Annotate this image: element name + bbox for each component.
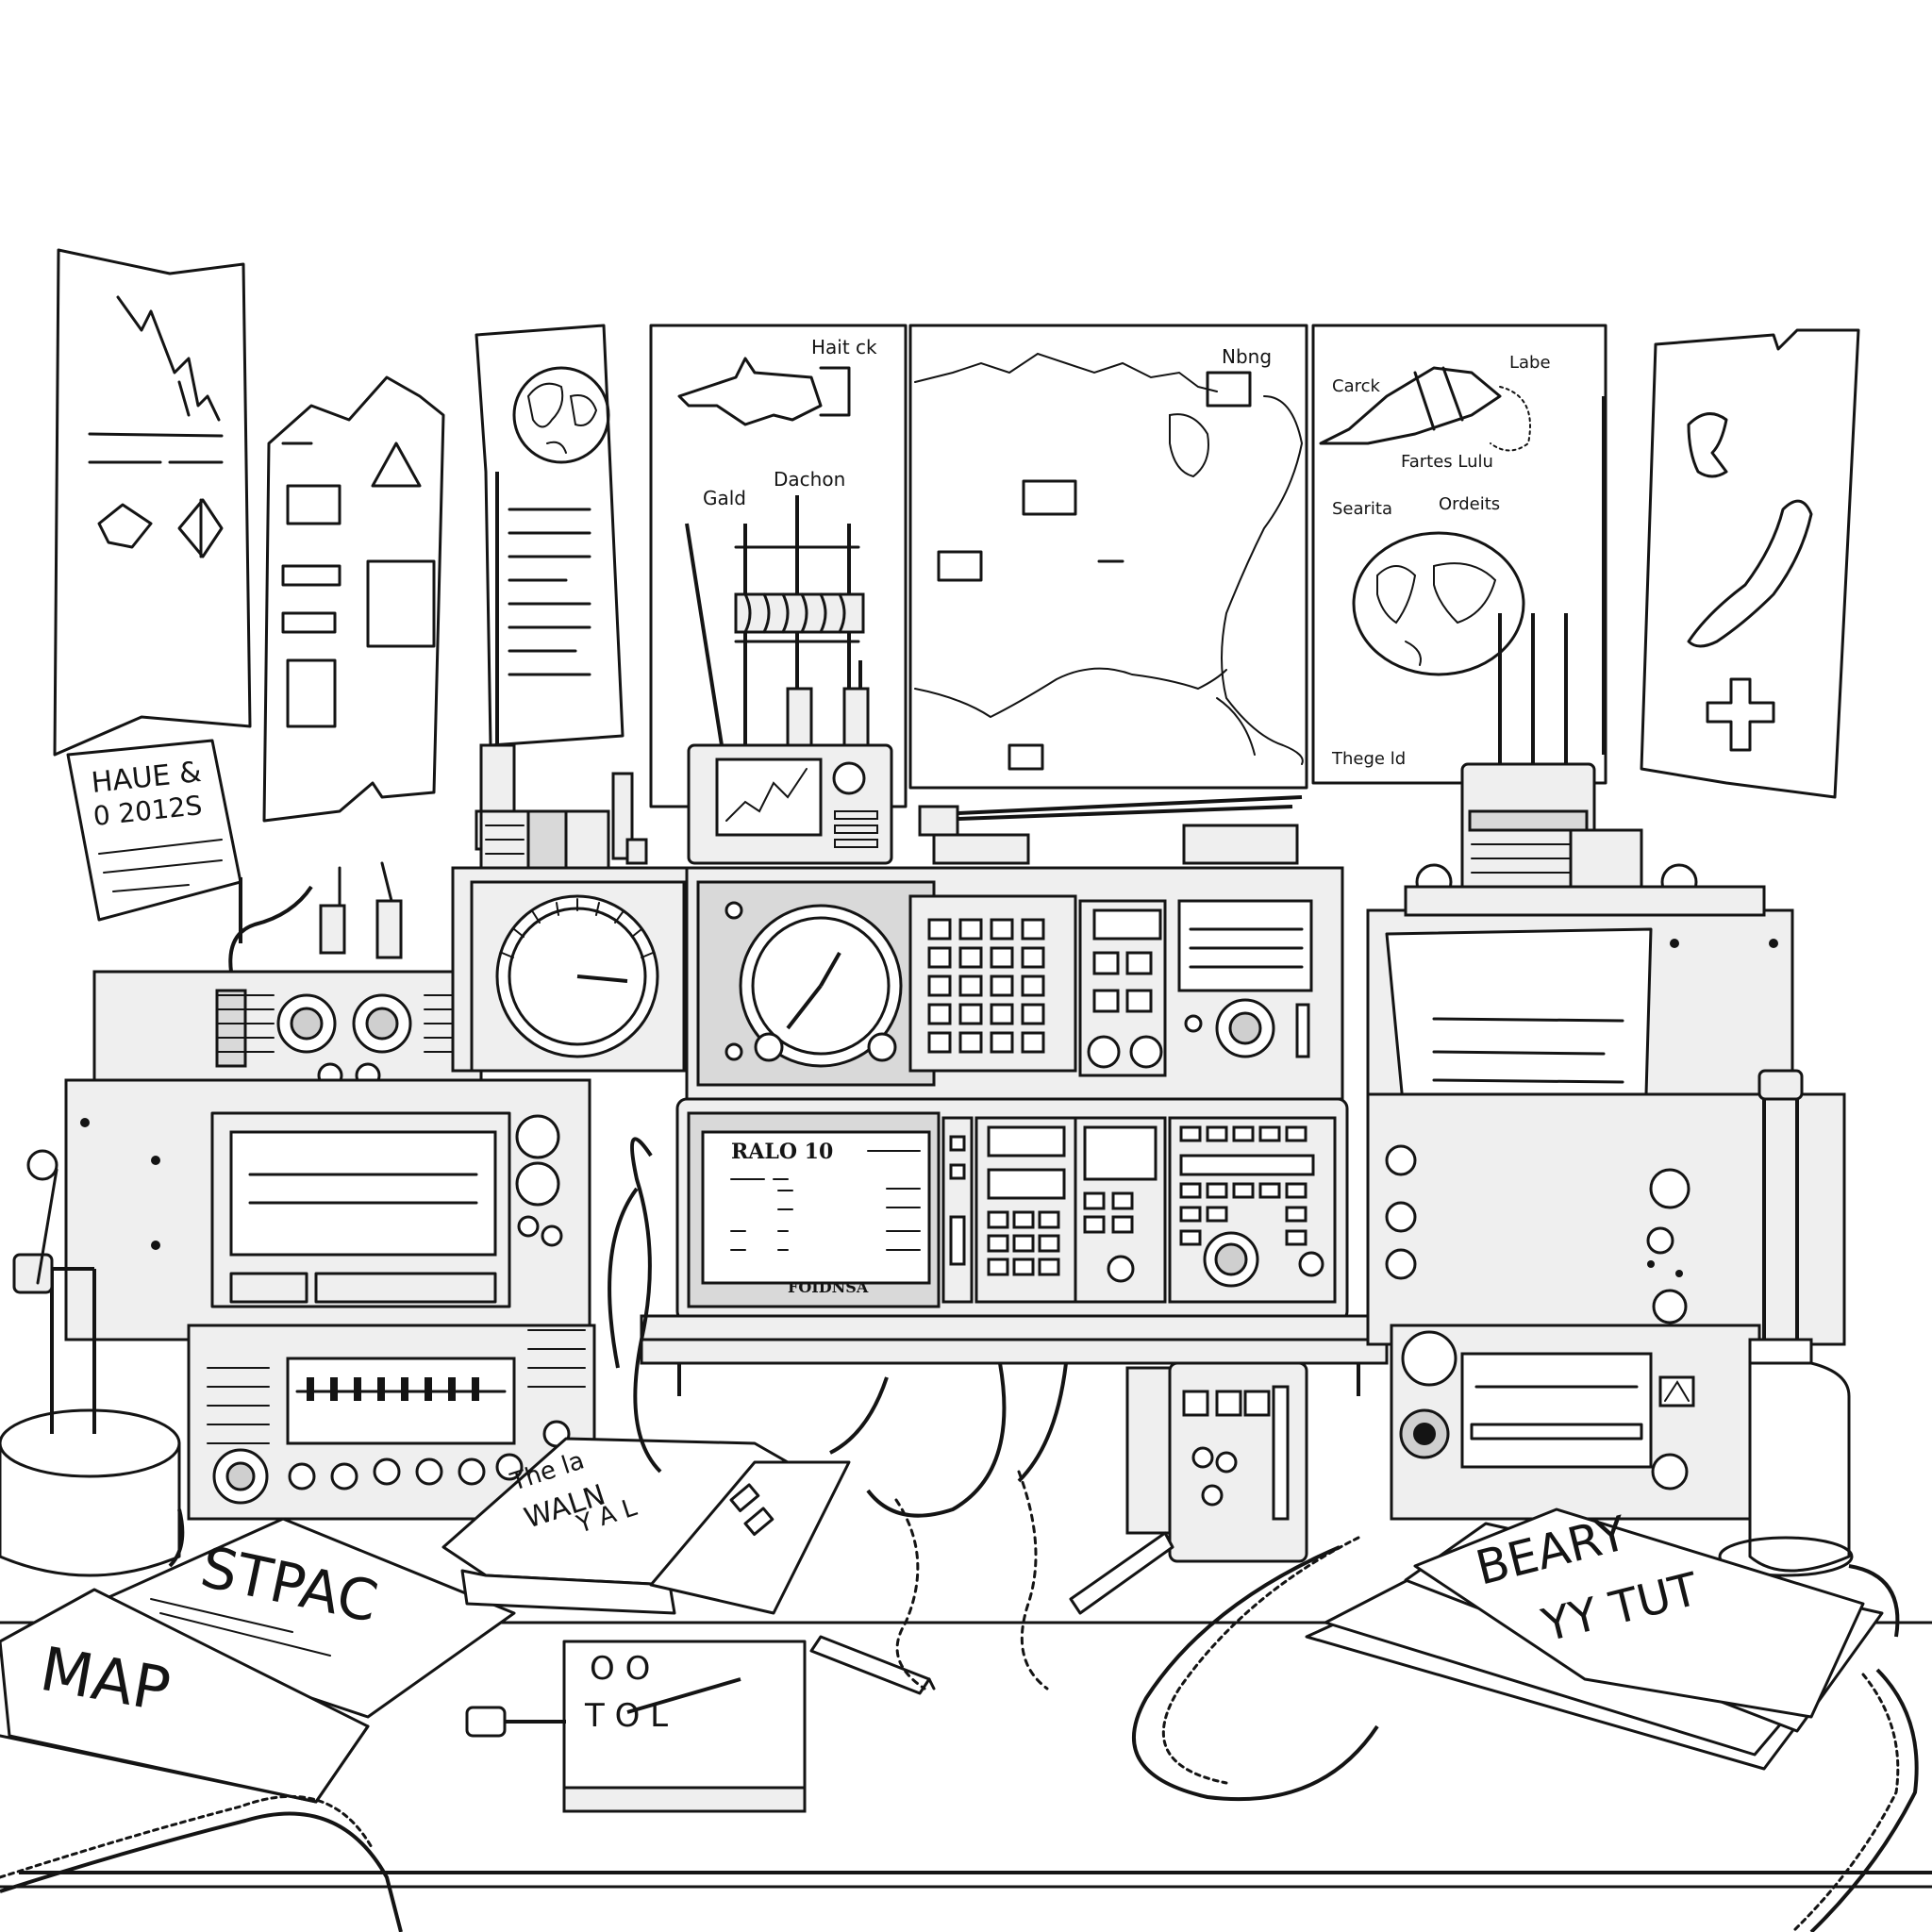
sticky-note-haue: HAUE & 0 2012S [66,739,242,922]
main-transceiver-bottom: RALO 10 FOIDNSA [675,1097,1349,1323]
right-middle-unit [1366,1092,1846,1346]
right-lower-unit [1390,1324,1761,1521]
map-right-label-d: Searita [1332,499,1392,519]
scope-monitor-small [687,743,893,865]
knob[interactable] [515,1161,560,1207]
radio-display-title: RALO 10 [731,1140,833,1164]
antenna-coil-tuner [685,495,870,747]
keypad-bottom[interactable] [987,1210,1060,1276]
center-meter-unit [451,866,691,1073]
map-left-label-b: Dachon [774,468,845,491]
button-bank-right[interactable] [1179,1125,1315,1246]
device-line-1: O O [590,1650,650,1688]
pen-icon [1069,1531,1174,1615]
desk-microphone-left [0,1149,181,1577]
speaker-grill-bottom-left [207,1329,586,1444]
poster-right-diagram [1640,328,1860,799]
map-right-label-c: Fartes Lulu [1401,452,1493,472]
map-right-label-f: Thege ld [1331,749,1406,769]
map-left-title: Hait ck [811,336,877,358]
slider-bank[interactable] [307,1377,479,1401]
globe-icon [512,366,610,464]
poster-left-diagram [53,248,252,757]
book-center-manual: The la WALN Y A L [441,1437,851,1615]
globe-icon [1352,531,1525,676]
desk-microphone-right [1718,1069,1854,1577]
small-radio-grill [479,772,648,870]
poster-globe [475,324,625,747]
map-right-label-b: Labe [1509,353,1551,373]
poster-torn-document [262,375,445,823]
radio-brand: FOIDNSA [788,1278,869,1296]
desk-small-device: O O T O L [465,1640,807,1813]
center-desk-shelf [640,1314,1389,1396]
map-center-label: Nbng [1222,345,1272,368]
radio-display-rows [730,1150,921,1251]
poster-map-right: Carck Labe Fartes Lulu Searita Ordeits T… [1311,324,1607,785]
pen-icon [809,1635,931,1695]
map-left-label-a: Gald [703,487,746,509]
main-transceiver-top [685,866,1344,1101]
poster-world-map: Nbng [908,324,1308,790]
pen-right [1069,1531,1174,1615]
pen-center [809,1635,936,1695]
cables [0,1137,1919,1932]
knob[interactable] [515,1114,560,1159]
book-right-stack: BEARY YY TUT [1305,1506,1884,1771]
knob[interactable] [1649,1168,1690,1209]
book-left-stpac: STPAC MAP [0,1517,516,1804]
gauge-ticks [501,898,654,958]
knob[interactable] [1401,1330,1457,1387]
left-radio-middle-unit [64,1078,591,1341]
map-right-label-e: Ordeits [1439,494,1500,514]
desk-battery-box [1125,1361,1308,1563]
microphone-boom-top [918,795,1303,865]
map-right-label-a: Carck [1332,376,1381,396]
keypad-top[interactable] [927,918,1045,1054]
